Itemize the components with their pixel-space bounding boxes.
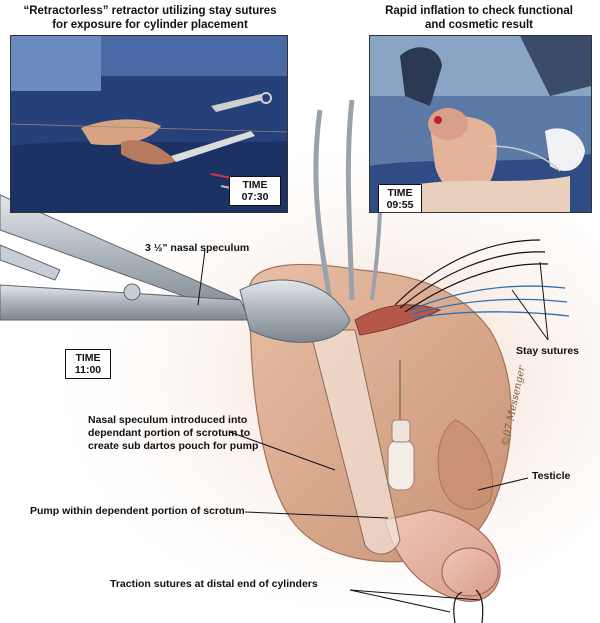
blue-suture-1 <box>409 285 566 311</box>
glans <box>441 547 499 597</box>
label-pouch: Nasal speculum introduced into dependant… <box>88 414 259 452</box>
pump <box>387 360 415 491</box>
black-suture-1 <box>394 239 541 306</box>
blue-suture-3 <box>413 311 570 319</box>
photo-left: TIME 07:30 <box>10 35 288 213</box>
photo-left-time-badge: TIME 07:30 <box>229 176 281 206</box>
leader-traction-2 <box>349 589 481 601</box>
photo-right-image <box>370 36 591 212</box>
leader-speculum <box>197 249 206 306</box>
leader-testicle <box>477 477 529 491</box>
tubing-1 <box>313 109 333 301</box>
photo-right-time-badge: TIME 09:55 <box>378 184 422 212</box>
label-speculum: 3 ½" nasal speculum <box>145 242 250 254</box>
label-traction: Traction sutures at distal end of cylind… <box>110 578 318 590</box>
nasal-speculum <box>0 194 351 343</box>
tubing-2 <box>345 99 355 301</box>
leader-pouch <box>229 431 336 471</box>
blue-suture-2 <box>411 298 568 315</box>
sub-dartos-pouch <box>309 329 401 555</box>
label-pump: Pump within dependent portion of scrotum <box>30 505 245 517</box>
photo-right: TIME 09:55 <box>369 35 592 213</box>
leader-pump <box>244 511 389 519</box>
leader-stay-sutures-2 <box>539 261 549 341</box>
leader-traction-1 <box>349 589 451 613</box>
traction-suture-1 <box>453 591 463 623</box>
photo-right-caption: Rapid inflation to check functional and … <box>385 5 573 31</box>
label-testicle: Testicle <box>532 470 571 482</box>
leader-stay-sutures-1 <box>511 289 549 341</box>
traction-suture-2 <box>475 589 484 623</box>
label-stay-sutures: Stay sutures <box>516 345 580 357</box>
black-suture-3 <box>404 263 549 313</box>
main-time-badge: TIME 11:00 <box>65 349 111 379</box>
black-suture-2 <box>399 251 546 309</box>
photo-left-caption: “Retractorless” retractor utilizing stay… <box>23 5 277 31</box>
testicle-fold <box>437 419 494 510</box>
